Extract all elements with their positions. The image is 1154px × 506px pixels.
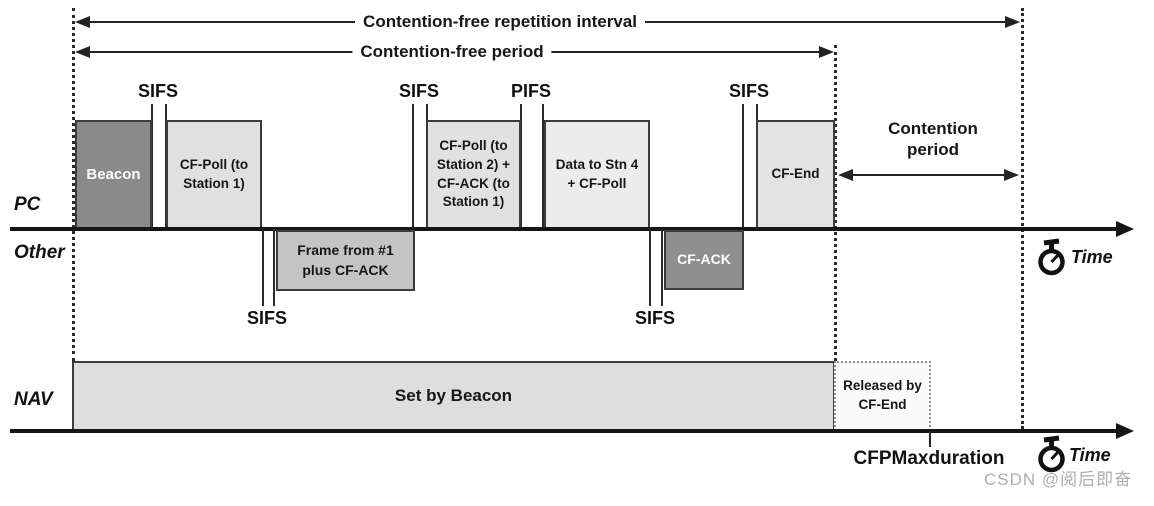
frame-label-line: CF-ACK (to bbox=[437, 175, 510, 191]
contention-period-line bbox=[843, 174, 1006, 176]
pc-axis-arrowhead-icon bbox=[1116, 221, 1134, 237]
frame-label-line: Released by bbox=[843, 378, 922, 394]
arrowhead-right-icon bbox=[1004, 169, 1019, 181]
frame-label-line: CF-Poll (to bbox=[179, 156, 249, 172]
gap-tick bbox=[649, 229, 651, 306]
frame-label-line: CF-Poll (to bbox=[439, 137, 508, 153]
beacon-frame: Beacon bbox=[75, 120, 152, 229]
pifs-label: PIFS bbox=[510, 81, 552, 101]
cf-poll-station2-frame: CF-Poll (to Station 2) + CF-ACK (to Stat… bbox=[426, 120, 521, 229]
arrowhead-left-icon bbox=[75, 46, 90, 58]
gap-tick bbox=[412, 104, 414, 228]
frame-label-line: Station 1) bbox=[183, 175, 245, 191]
csdn-watermark: CSDN @阅后即奋 bbox=[984, 470, 1133, 489]
gap-tick bbox=[520, 104, 522, 228]
arrowhead-right-icon bbox=[819, 46, 834, 58]
gap-tick bbox=[262, 229, 264, 306]
nav-timeline-axis bbox=[10, 429, 1122, 433]
sifs-label: SIFS bbox=[246, 308, 288, 328]
repetition-end-boundary-line bbox=[1021, 8, 1024, 429]
frame-label-line: Set by Beacon bbox=[394, 386, 513, 406]
frame-label-line: + CF-Poll bbox=[567, 175, 627, 191]
cf-end-frame: CF-End bbox=[756, 120, 835, 229]
pc-timeline-axis bbox=[10, 227, 1122, 231]
sifs-label: SIFS bbox=[137, 81, 179, 101]
frame-label-line: Frame from #1 bbox=[297, 241, 394, 258]
gap-tick bbox=[742, 104, 744, 228]
stopwatch-icon bbox=[1038, 238, 1065, 276]
row-label-pc: PC bbox=[14, 194, 41, 215]
row-label-nav: NAV bbox=[14, 389, 53, 410]
arrowhead-right-icon bbox=[1005, 16, 1020, 28]
gap-tick bbox=[661, 229, 663, 306]
time-label-nav: Time bbox=[1069, 445, 1111, 465]
frame-from-1-frame: Frame from #1 plus CF-ACK bbox=[276, 230, 415, 291]
cf-poll-station1-frame: CF-Poll (to Station 1) bbox=[166, 120, 262, 229]
cfp-max-duration-tick bbox=[929, 432, 931, 447]
frame-label-line: Data to Stn 4 bbox=[555, 156, 639, 172]
cfp-end-boundary-line bbox=[834, 45, 837, 361]
cf-period-label: Contention-free period bbox=[352, 42, 552, 62]
contention-period-line1: Contention bbox=[888, 119, 978, 138]
beacon-frame-label: Beacon bbox=[86, 166, 141, 183]
sifs-label: SIFS bbox=[634, 308, 676, 328]
data-stn4-frame: Data to Stn 4 + CF-Poll bbox=[544, 120, 650, 229]
row-label-other: Other bbox=[14, 242, 65, 263]
time-label-pc: Time bbox=[1071, 247, 1113, 267]
sifs-label: SIFS bbox=[398, 81, 440, 101]
frame-label-line: Station 2) + bbox=[436, 156, 511, 172]
frame-label-line: CF-ACK bbox=[677, 251, 731, 268]
nav-axis-arrowhead-icon bbox=[1116, 423, 1134, 439]
gap-tick bbox=[542, 104, 544, 228]
frame-label-line: CF-End bbox=[858, 397, 907, 412]
arrowhead-left-icon bbox=[838, 169, 853, 181]
sifs-label: SIFS bbox=[728, 81, 770, 101]
gap-tick bbox=[273, 229, 275, 306]
cfp-max-duration-label: CFPMaxduration bbox=[853, 448, 1005, 469]
stopwatch-icon bbox=[1038, 435, 1065, 473]
repetition-interval-label: Contention-free repetition interval bbox=[355, 12, 645, 32]
contention-period-label: Contention period bbox=[888, 118, 978, 160]
contention-period-line2: period bbox=[907, 140, 959, 159]
cf-ack-frame: CF-ACK bbox=[664, 230, 744, 290]
frame-label-line: CF-End bbox=[771, 166, 820, 182]
gap-tick bbox=[151, 104, 153, 228]
frame-label-line: plus CF-ACK bbox=[302, 261, 389, 278]
arrowhead-left-icon bbox=[75, 16, 90, 28]
cfp-start-boundary-line bbox=[72, 8, 75, 361]
frame-label-line: Station 1) bbox=[442, 194, 505, 210]
nav-set-by-beacon-frame: Set by Beacon bbox=[72, 361, 835, 431]
nav-released-by-cf-end-frame: Released by CF-End bbox=[834, 361, 931, 431]
